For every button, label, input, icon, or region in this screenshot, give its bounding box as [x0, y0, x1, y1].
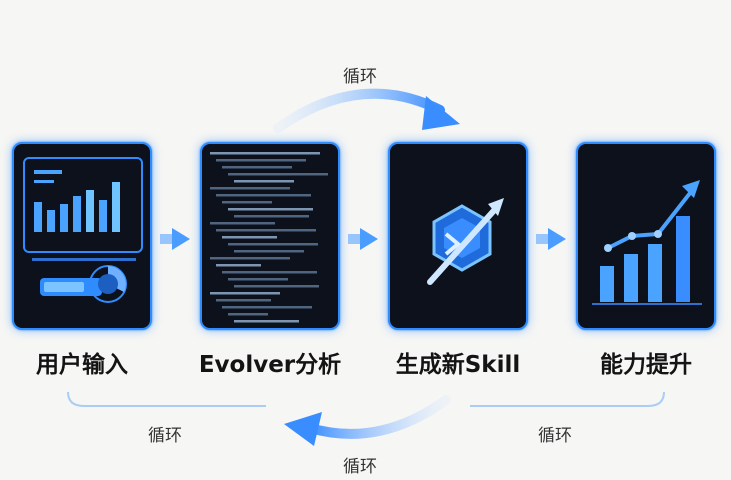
code-line [210, 222, 275, 225]
skill-hexagon-icon [427, 198, 504, 285]
code-line [216, 194, 311, 197]
code-line [228, 278, 288, 281]
code-line [234, 250, 304, 253]
growth-chart-icon [592, 180, 702, 305]
code-line [216, 264, 261, 267]
step-card-skill [388, 142, 528, 330]
code-line [210, 187, 290, 190]
code-line [210, 292, 280, 295]
step-card-growth [576, 142, 716, 330]
code-line [228, 313, 268, 316]
step-card-evolver [200, 142, 340, 330]
code-line [222, 166, 292, 169]
code-icon [210, 152, 328, 323]
step-label-evolver: Evolver分析 [198, 352, 342, 378]
code-line [234, 180, 294, 183]
code-line [222, 306, 312, 309]
dashboard-icon [23, 157, 143, 303]
flow-arrow-1 [160, 228, 190, 250]
cycle-label-bottom-right: 循环 [538, 426, 572, 446]
code-line [222, 271, 317, 274]
step-label-skill: 生成新Skill [395, 352, 521, 378]
cycle-label-bottom-left: 循环 [148, 426, 182, 446]
flow-arrow-3 [536, 228, 566, 250]
code-line [222, 236, 277, 239]
code-line [228, 243, 318, 246]
code-line [216, 299, 271, 302]
code-line [234, 320, 299, 323]
code-line [234, 285, 319, 288]
code-line [228, 173, 328, 176]
cycle-label-top: 循环 [343, 67, 377, 87]
code-line [216, 159, 306, 162]
code-line [210, 152, 320, 155]
code-line [222, 201, 272, 204]
code-line [228, 208, 313, 211]
cycle-label-bottom-center: 循环 [343, 457, 377, 477]
step-label-growth: 能力提升 [600, 352, 692, 378]
code-line [234, 215, 309, 218]
step-label-user-input: 用户输入 [36, 352, 128, 378]
step-card-user-input [12, 142, 152, 330]
flow-arrow-2 [348, 228, 378, 250]
code-line [216, 229, 316, 232]
code-line [210, 257, 290, 260]
